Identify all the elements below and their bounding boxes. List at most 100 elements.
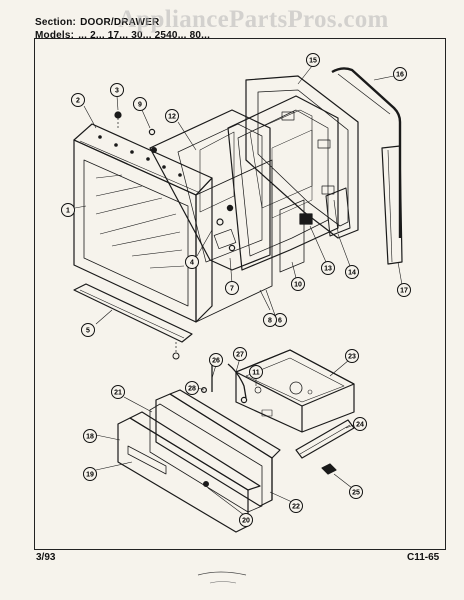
callout-circle — [249, 365, 263, 379]
callout-number: 10 — [294, 282, 302, 289]
callout-number: 21 — [114, 390, 122, 397]
callout-9: 9 — [133, 97, 147, 111]
callout-8: 8 — [263, 313, 277, 327]
callout-21: 21 — [111, 385, 125, 399]
callout-22: 22 — [289, 499, 303, 513]
callout-number: 8 — [268, 318, 272, 325]
footer-date: 3/93 — [36, 552, 56, 563]
model-header: Models:... 2... 17... 30... 2540... 80..… — [35, 30, 210, 41]
callout-25: 25 — [349, 485, 363, 499]
hinge-assembly — [299, 187, 351, 237]
callout-circle — [289, 499, 303, 513]
callout-number: 16 — [396, 72, 404, 79]
callout-number: 9 — [138, 102, 142, 109]
callout-15: 15 — [306, 53, 320, 67]
footer-code: C11-65 — [407, 552, 440, 563]
section-value: DOOR/DRAWER — [80, 17, 160, 28]
model-label: Models: — [35, 30, 75, 41]
section-header: Section:DOOR/DRAWER — [35, 17, 159, 28]
callout-circle — [393, 67, 407, 81]
callout-circle — [353, 417, 367, 431]
callout-circle — [349, 485, 363, 499]
callout-circle — [61, 203, 75, 217]
callout-1: 1 — [61, 203, 75, 217]
callout-circle — [111, 385, 125, 399]
callout-number: 1 — [66, 208, 70, 215]
door-bottom-trim — [73, 283, 193, 360]
door-screws — [114, 111, 236, 252]
callout-number: 2 — [76, 98, 80, 105]
scan-mark — [197, 571, 247, 576]
callout-circle — [83, 429, 97, 443]
callout-number: 23 — [348, 354, 356, 361]
door-side-frame — [195, 159, 273, 323]
door-inner-frame — [245, 75, 359, 239]
diagram-frame — [34, 38, 446, 550]
callout-number: 15 — [309, 58, 317, 65]
callout-16: 16 — [393, 67, 407, 81]
callout-28: 28 — [185, 381, 199, 395]
callout-14: 14 — [345, 265, 359, 279]
door-top-trim — [73, 123, 213, 196]
drawer-front — [117, 411, 261, 533]
drawer-slide — [295, 419, 355, 459]
callout-number: 7 — [230, 286, 234, 293]
door-liner — [149, 109, 271, 271]
callout-7: 7 — [225, 281, 239, 295]
watermark: AppliancePartsPros.com — [118, 6, 389, 33]
callout-5: 5 — [81, 323, 95, 337]
callout-circle — [83, 467, 97, 481]
callout-number: 19 — [86, 472, 94, 479]
scan-mark-2 — [209, 581, 237, 584]
callout-circle — [263, 313, 277, 327]
drawer-panel — [149, 389, 281, 513]
callout-26: 26 — [209, 353, 223, 367]
callout-circle — [165, 109, 179, 123]
drawer-roller — [321, 463, 337, 475]
callout-18: 18 — [83, 429, 97, 443]
section-label: Section: — [35, 17, 77, 28]
callout-group: 1234567891011121314151617181920212223242… — [61, 53, 411, 527]
callout-10: 10 — [291, 277, 305, 291]
callout-number: 22 — [292, 504, 300, 511]
callout-number: 27 — [236, 352, 244, 359]
callout-11: 11 — [249, 365, 263, 379]
leader-lines — [74, 65, 403, 516]
callout-number: 25 — [352, 490, 360, 497]
callout-circle — [185, 255, 199, 269]
callout-17: 17 — [397, 283, 411, 297]
callout-number: 18 — [86, 434, 94, 441]
callout-circle — [185, 381, 199, 395]
callout-number: 11 — [252, 370, 260, 377]
callout-number: 14 — [348, 270, 356, 277]
callout-circle — [345, 349, 359, 363]
callout-number: 26 — [212, 358, 220, 365]
callout-2: 2 — [71, 93, 85, 107]
model-value: ... 2... 17... 30... 2540... 80... — [78, 30, 211, 41]
callout-20: 20 — [239, 513, 253, 527]
door-outer-glass — [73, 139, 197, 323]
drawer-body — [235, 349, 355, 433]
callout-circle — [110, 83, 124, 97]
callout-circle — [291, 277, 305, 291]
callout-number: 6 — [278, 318, 282, 325]
callout-27: 27 — [233, 347, 247, 361]
callout-circle — [209, 353, 223, 367]
callout-13: 13 — [321, 261, 335, 275]
callout-circle — [345, 265, 359, 279]
callout-number: 28 — [188, 386, 196, 393]
callout-circle — [71, 93, 85, 107]
door-side-trim — [381, 145, 403, 265]
callout-3: 3 — [110, 83, 124, 97]
callout-4: 4 — [185, 255, 199, 269]
callout-19: 19 — [83, 467, 97, 481]
door-glass-pack — [227, 95, 339, 273]
callout-circle — [81, 323, 95, 337]
callout-circle — [321, 261, 335, 275]
callout-circle — [397, 283, 411, 297]
callout-number: 5 — [86, 328, 90, 335]
callout-number: 13 — [324, 266, 332, 273]
callout-number: 3 — [115, 88, 119, 95]
